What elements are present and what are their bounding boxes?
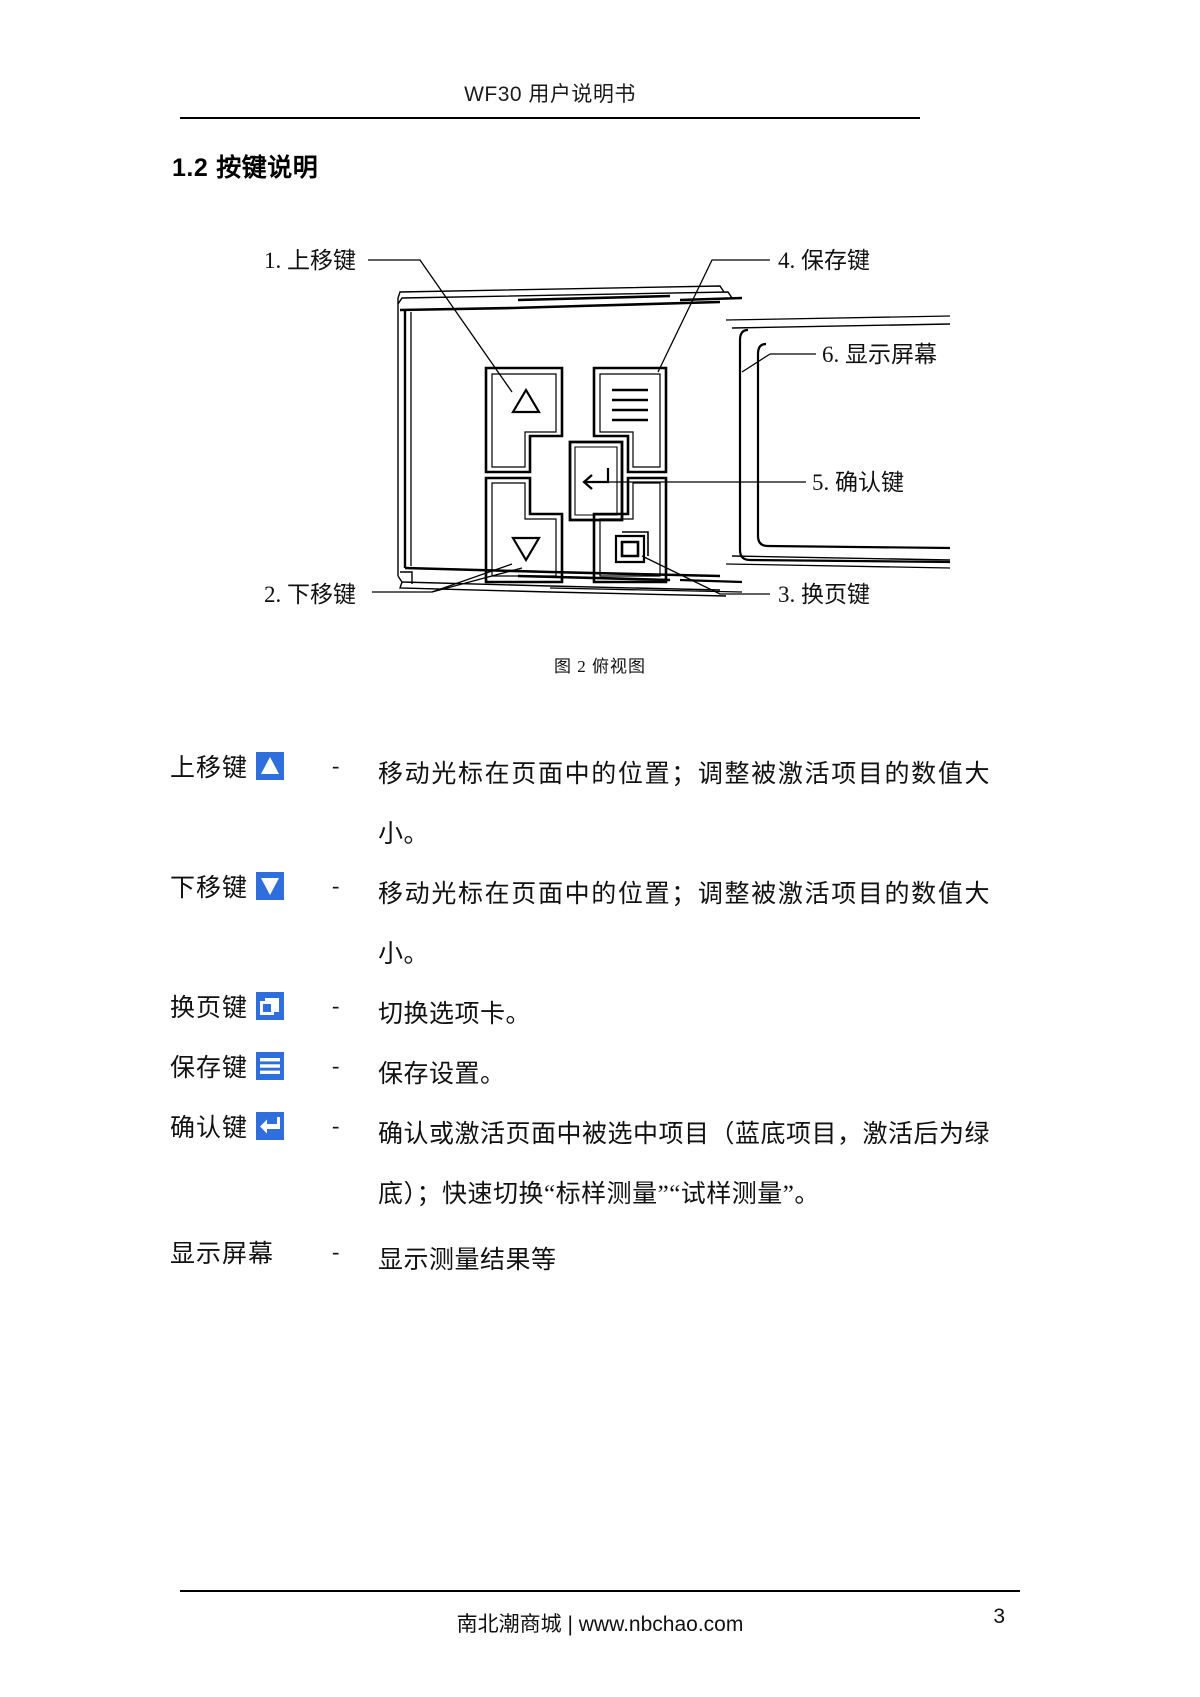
menu-lines-icon	[255, 1051, 285, 1081]
key-separator-page: -	[332, 993, 340, 1018]
key-name-cell-enter: 确认键	[170, 1105, 320, 1147]
page-number: 3	[993, 1605, 1005, 1628]
key-row-down: 下移键 - 移动光标在页面中的位置；调整被激活项目的数值大小。	[170, 865, 990, 985]
device-top-view-drawing: 1. 上移键 4. 保存键 6. 显示屏幕 5. 确认键 2. 下移键 3. 换…	[264, 248, 950, 607]
key-separator-down: -	[332, 873, 340, 898]
figure-caption: 图 2 俯视图	[554, 657, 646, 676]
key-row-page: 换页键 - 切换选项卡。	[170, 985, 990, 1045]
key-description-screen: 显示测量结果等	[378, 1247, 557, 1274]
key-separator-screen: -	[332, 1239, 340, 1264]
section-number: 1.2	[172, 154, 209, 182]
section-title: 按键说明	[216, 154, 319, 182]
key-separator-enter: -	[332, 1113, 340, 1138]
key-description-enter: 确认或激活页面中被选中项目（蓝底项目，激活后为绿底）；快速切换“标样测量”“试样…	[378, 1121, 991, 1208]
key-label-enter: 确认键	[170, 1115, 249, 1142]
enter-arrow-icon	[255, 1111, 285, 1141]
key-row-up: 上移键 - 移动光标在页面中的位置；调整被激活项目的数值大小。	[170, 745, 990, 865]
callout-enter-key: 5. 确认键	[812, 470, 904, 495]
key-label-save: 保存键	[170, 1055, 249, 1082]
callout-display: 6. 显示屏幕	[822, 342, 937, 367]
figure-top-view: 1. 上移键 4. 保存键 6. 显示屏幕 5. 确认键 2. 下移键 3. 换…	[0, 220, 1200, 640]
callout-page-key: 3. 换页键	[778, 582, 870, 607]
callout-down-key: 2. 下移键	[264, 582, 356, 607]
up-triangle-icon	[255, 751, 285, 781]
key-description-save: 保存设置。	[378, 1061, 506, 1088]
key-row-screen: 显示屏幕 - 显示测量结果等	[170, 1231, 990, 1291]
key-row-enter: 确认键 - 确认或激活页面中被选中项目（蓝底项目，激活后为绿底）；快速切换“标样…	[170, 1105, 990, 1225]
page-switch-icon	[255, 991, 285, 1021]
key-separator-save: -	[332, 1053, 340, 1078]
page-header: WF30 用户说明书	[180, 78, 920, 108]
key-description-page: 切换选项卡。	[378, 1001, 532, 1028]
callout-save-key: 4. 保存键	[778, 248, 870, 273]
down-triangle-icon	[255, 871, 285, 901]
key-label-down: 下移键	[170, 875, 249, 902]
footer-divider	[180, 1590, 1020, 1592]
key-label-page: 换页键	[170, 995, 249, 1022]
key-name-cell-screen: 显示屏幕	[170, 1231, 320, 1273]
key-name-cell-page: 换页键	[170, 985, 320, 1027]
header-divider	[180, 117, 920, 119]
key-label-screen: 显示屏幕	[170, 1241, 275, 1268]
key-name-cell-save: 保存键	[170, 1045, 320, 1087]
key-row-save: 保存键 - 保存设置。	[170, 1045, 990, 1105]
key-description-down: 移动光标在页面中的位置；调整被激活项目的数值大小。	[378, 881, 990, 968]
key-name-cell-up: 上移键	[170, 745, 320, 787]
header-title: WF30 用户说明书	[464, 83, 636, 106]
key-name-cell-down: 下移键	[170, 865, 320, 907]
key-description-up: 移动光标在页面中的位置；调整被激活项目的数值大小。	[378, 761, 990, 848]
footer-text: 南北潮商城 | www.nbchao.com	[456, 1613, 744, 1636]
callout-up-key: 1. 上移键	[264, 248, 356, 273]
key-description-list: 上移键 - 移动光标在页面中的位置；调整被激活项目的数值大小。 下移键	[170, 745, 990, 1297]
key-label-up: 上移键	[170, 755, 249, 782]
key-separator-up: -	[332, 753, 340, 778]
